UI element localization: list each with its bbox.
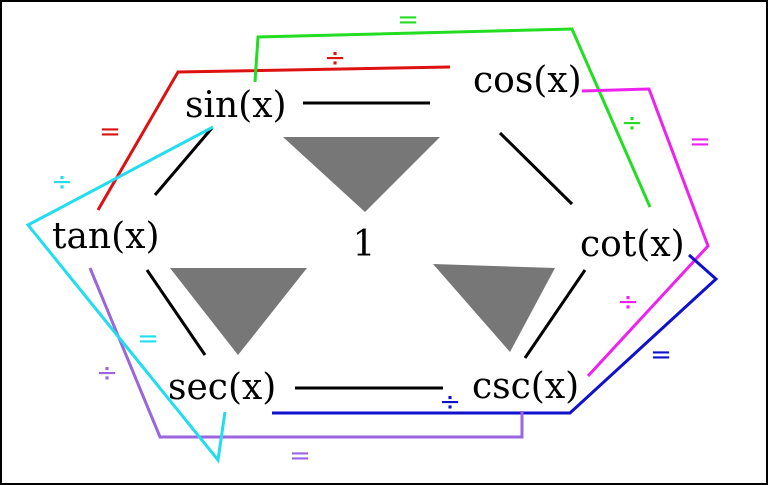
- tan-label: tan(x): [52, 216, 160, 257]
- edge-cos-cot: [498, 131, 574, 206]
- red-divide-label: ÷: [324, 43, 346, 73]
- edge-cot-csc: [523, 269, 587, 359]
- cos-label: cos(x): [473, 60, 582, 101]
- blue-path: [272, 253, 719, 415]
- sin-label: sin(x): [185, 85, 287, 126]
- purple-equals-label: =: [289, 441, 311, 471]
- csc-label: csc(x): [472, 366, 579, 407]
- cyan-path: [25, 125, 227, 464]
- magenta-path: [581, 87, 710, 378]
- red-path: [96, 65, 451, 211]
- purple-divide-label: ÷: [96, 358, 118, 388]
- triangle-right: [433, 264, 555, 352]
- red-equals-label: =: [99, 117, 121, 147]
- cyan-equals-label: =: [137, 324, 159, 354]
- center-one-label: 1: [353, 224, 376, 265]
- edge-tan-sec: [145, 269, 207, 356]
- cot-label: cot(x): [580, 224, 685, 265]
- edge-sin-tan: [153, 127, 214, 196]
- triangle-left: [170, 268, 307, 355]
- blue-divide-label: ÷: [439, 387, 461, 417]
- green-equals-label: =: [397, 5, 419, 35]
- sec-label: sec(x): [168, 367, 276, 408]
- blue-equals-label: =: [650, 340, 672, 370]
- green-path: [253, 27, 652, 208]
- magenta-equals-label: =: [689, 127, 711, 157]
- triangle-top: [283, 137, 440, 212]
- cyan-divide-label: ÷: [51, 167, 73, 197]
- magenta-divide-label: ÷: [617, 287, 639, 317]
- green-divide-label: ÷: [621, 108, 643, 138]
- purple-path: [88, 267, 524, 439]
